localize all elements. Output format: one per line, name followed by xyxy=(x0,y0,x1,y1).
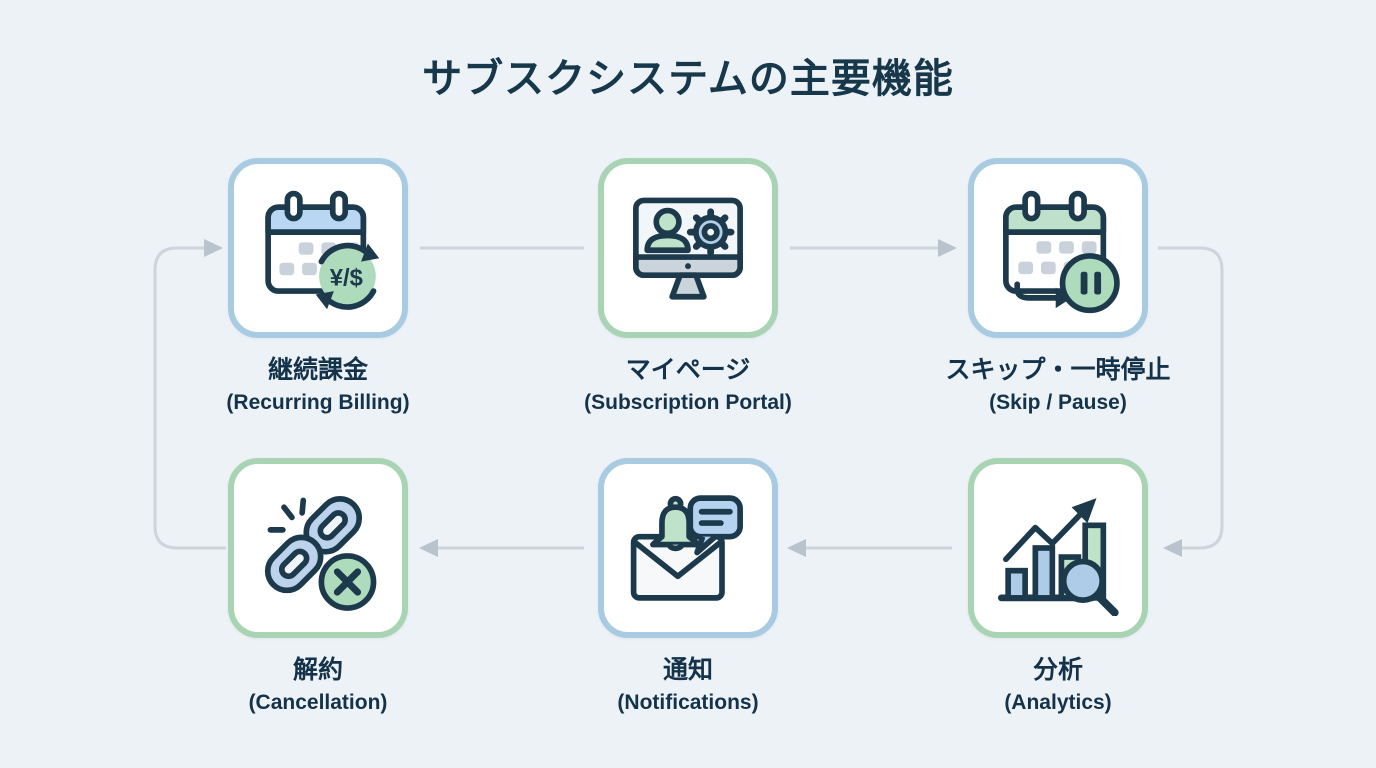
card-cancellation xyxy=(228,458,408,638)
label-jp: スキップ・一時停止 xyxy=(945,356,1171,384)
label-en: (Cancellation) xyxy=(248,690,388,714)
label-skip-pause: スキップ・一時停止 (Skip / Pause) xyxy=(878,354,1238,418)
card-notifications xyxy=(598,458,778,638)
label-subscription-portal: マイページ (Subscription Portal) xyxy=(508,354,868,418)
label-recurring-billing: 継続課金 (Recurring Billing) xyxy=(138,354,498,418)
label-analytics: 分析 (Analytics) xyxy=(878,654,1238,718)
mail-bell-bubble-icon xyxy=(630,495,743,601)
label-jp: マイページ xyxy=(625,356,751,384)
label-jp: 解約 xyxy=(292,656,343,684)
label-en: (Analytics) xyxy=(1004,690,1112,714)
card-analytics xyxy=(968,458,1148,638)
label-en: (Notifications) xyxy=(617,690,759,714)
monitor-user-gear-icon xyxy=(633,197,743,300)
calendar-pause-icon xyxy=(1003,190,1120,314)
svg-text:¥/$: ¥/$ xyxy=(330,264,363,291)
label-en: (Recurring Billing) xyxy=(226,390,410,414)
arrowhead-right-icon xyxy=(204,239,223,257)
card-subscription-portal xyxy=(598,158,778,338)
calendar-currency-icon: ¥/$ xyxy=(265,190,380,310)
arrowhead-left-icon xyxy=(787,539,806,557)
label-en: (Subscription Portal) xyxy=(584,390,792,414)
card-skip-pause xyxy=(968,158,1148,338)
label-jp: 通知 xyxy=(662,656,713,684)
label-cancellation: 解約 (Cancellation) xyxy=(138,654,498,718)
label-notifications: 通知 (Notifications) xyxy=(508,654,868,718)
arrowhead-left-icon xyxy=(419,539,438,557)
label-jp: 分析 xyxy=(1032,656,1083,684)
arrowhead-left-icon xyxy=(1163,539,1182,557)
label-en: (Skip / Pause) xyxy=(989,390,1127,414)
label-jp: 継続課金 xyxy=(267,356,368,384)
broken-chain-icon xyxy=(264,496,377,611)
card-recurring-billing: ¥/$ xyxy=(228,158,408,338)
chart-magnifier-icon xyxy=(997,498,1119,616)
page-title: サブスクシステムの主要機能 xyxy=(422,57,954,101)
arrowhead-right-icon xyxy=(938,239,957,257)
